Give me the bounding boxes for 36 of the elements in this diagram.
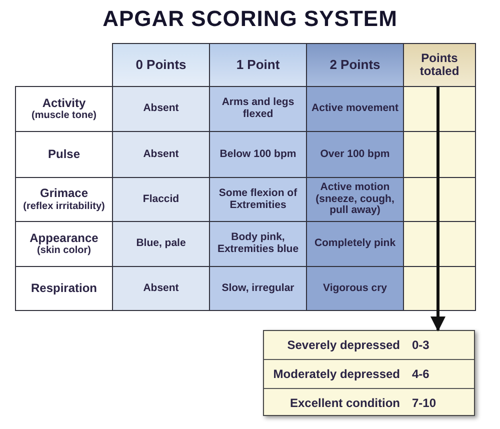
row-label: Pulse (48, 148, 80, 162)
row-sublabel: (muscle tone) (31, 110, 96, 122)
table-cell: Completely pink (306, 221, 404, 267)
table-cell: Active movement (306, 86, 404, 132)
table-cell: Some flexion of Extremities (209, 177, 307, 222)
table-cell: Slow, irregular (209, 266, 307, 311)
row-label: Grimace (40, 187, 88, 201)
result-label: Moderately depressed (272, 367, 401, 381)
row-label: Activity (42, 96, 86, 110)
result-label: Severely depressed (286, 338, 401, 352)
table-cell: Absent (112, 131, 210, 178)
table-cell: Over 100 bpm (306, 131, 404, 178)
result-label: Excellent condition (288, 396, 401, 410)
column-header: 1 Point (209, 43, 307, 87)
table-cell: Body pink, Extremities blue (209, 221, 307, 267)
row-label: Appearance (30, 232, 98, 246)
table-cell: Absent (112, 86, 210, 132)
table-cell: Active motion (sneeze, cough, pull away) (306, 177, 404, 222)
table-cell: Below 100 bpm (209, 131, 307, 178)
row-label: Respiration (30, 282, 97, 296)
score-range: 7-10 (412, 396, 438, 410)
table-cell: Blue, pale (112, 221, 210, 267)
arrow (430, 87, 446, 332)
column-header: Points totaled (403, 43, 476, 87)
score-range: 0-3 (412, 338, 430, 352)
table-cell: Absent (112, 266, 210, 311)
table-cell: Arms and legs flexed (209, 86, 307, 132)
row-sublabel: (reflex irritability) (23, 200, 105, 212)
column-header: 0 Points (112, 43, 210, 87)
result-panel (263, 330, 475, 416)
table-cell: Vigorous cry (306, 266, 404, 311)
score-range: 4-6 (412, 367, 430, 381)
row-sublabel: (skin color) (37, 245, 91, 256)
column-header: 2 Points (306, 43, 404, 87)
table-cell: Flaccid (112, 177, 210, 222)
title: APGAR SCORING SYSTEM (102, 6, 398, 32)
